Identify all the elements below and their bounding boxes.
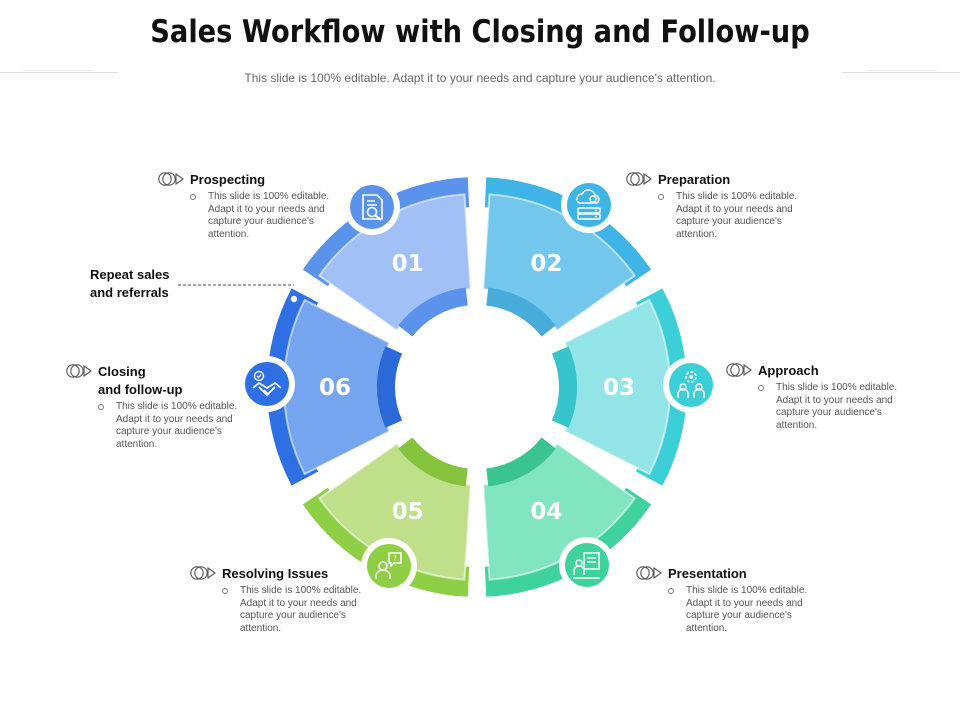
- caption-resolving-issues: Resolving Issues This slide is 100% edit…: [190, 565, 390, 635]
- stage-4-number: 04: [530, 499, 562, 525]
- step-arrow-icon: [158, 172, 184, 186]
- stage-3-desc: This slide is 100% editable. Adapt it to…: [758, 382, 908, 432]
- stage-4-segment: [482, 437, 652, 597]
- step-arrow-icon: [66, 364, 92, 378]
- page-subtitle: This slide is 100% editable. Adapt it to…: [244, 71, 716, 85]
- header-rule-right-inner: [866, 70, 938, 71]
- caption-closing-follow-up: Closing and follow-up This slide is 100%…: [66, 363, 266, 451]
- stage-6-name: Closing and follow-up: [98, 364, 183, 397]
- handshake-icon: [252, 370, 282, 397]
- stage-4-inner-band: [486, 437, 556, 487]
- person-question-icon: ?: [375, 552, 402, 579]
- stage-1-badge: [344, 179, 400, 235]
- stage-5-inner-band: [398, 437, 468, 487]
- stage-4-badge: [559, 537, 615, 593]
- stage-6-inner-band: [376, 346, 403, 428]
- stage-2-desc: This slide is 100% editable. Adapt it to…: [658, 191, 808, 241]
- header-rule-right: [842, 72, 960, 73]
- stage-2-inner-band: [486, 287, 556, 337]
- stage-3-badge: [663, 357, 719, 413]
- stage-3-segment: [551, 288, 687, 486]
- stage-1-desc: This slide is 100% editable. Adapt it to…: [190, 191, 340, 241]
- stage-1-inner-band: [398, 287, 468, 337]
- stage-5-desc: This slide is 100% editable. Adapt it to…: [222, 585, 372, 635]
- caption-presentation: Presentation This slide is 100% editable…: [636, 565, 836, 635]
- step-arrow-icon: [626, 172, 652, 186]
- stage-2-segment: [482, 177, 652, 337]
- header-rule-left-inner: [22, 70, 94, 71]
- caption-prospecting: Prospecting This slide is 100% editable.…: [158, 171, 358, 241]
- step-arrow-icon: [190, 566, 216, 580]
- page-title: Sales Workflow with Closing and Follow-u…: [150, 14, 810, 50]
- presenter-board-icon: [573, 552, 600, 579]
- stage-5-segment: [302, 437, 472, 597]
- stage-6-number: 06: [319, 375, 351, 401]
- step-arrow-icon: [726, 363, 752, 377]
- stage-3-inner-band: [551, 346, 578, 428]
- stage-6-badge: [239, 356, 295, 412]
- stage-2-number: 02: [530, 251, 562, 277]
- caption-approach: Approach This slide is 100% editable. Ad…: [726, 362, 926, 432]
- stage-4-name: Presentation: [668, 566, 747, 581]
- stage-1-segment: [302, 177, 472, 337]
- stage-6-desc: This slide is 100% editable. Adapt it to…: [98, 401, 248, 451]
- stage-5-name: Resolving Issues: [222, 566, 329, 581]
- stage-1-number: 01: [392, 251, 424, 277]
- cloud-gear-icon: [576, 189, 601, 220]
- stage-3-number: 03: [603, 375, 635, 401]
- caption-preparation: Preparation This slide is 100% editable.…: [626, 171, 826, 241]
- stage-2-badge: [561, 177, 617, 233]
- stage-5-number: 05: [392, 499, 424, 525]
- stage-2-name: Preparation: [658, 172, 731, 187]
- callout-dot: [290, 295, 298, 303]
- callout-repeat-sales: Repeat sales and referrals: [90, 267, 170, 300]
- stage-5-badge: ?: [361, 538, 417, 594]
- svg-text:?: ?: [393, 555, 397, 563]
- stage-1-name: Prospecting: [190, 172, 266, 187]
- stage-4-desc: This slide is 100% editable. Adapt it to…: [668, 585, 818, 635]
- step-arrow-icon: [636, 566, 662, 580]
- stage-3-name: Approach: [758, 363, 819, 378]
- people-gear-icon: [677, 371, 705, 398]
- document-search-icon: [362, 194, 383, 221]
- header-rule-left: [0, 72, 118, 73]
